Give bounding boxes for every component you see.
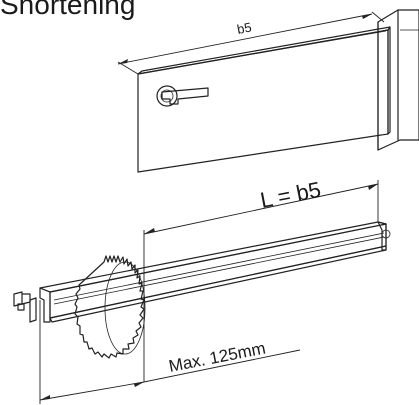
door-handle-icon	[156, 85, 209, 107]
end-cap-parts	[13, 291, 37, 323]
dimension-label-length: L = b5	[258, 177, 323, 213]
diagram-title: Shortening	[0, 0, 135, 20]
dimension-label-max-cut: Max. 125mm	[167, 339, 267, 376]
dimension-length	[143, 180, 379, 382]
door-panel	[137, 26, 391, 173]
cabinet-side	[377, 9, 419, 151]
profile-rail	[39, 221, 391, 323]
dimension-max-cut	[39, 300, 301, 404]
dimension-label-b5: b5	[236, 19, 253, 36]
dimension-b5-top	[117, 11, 385, 75]
saw-blade-icon	[74, 255, 146, 359]
